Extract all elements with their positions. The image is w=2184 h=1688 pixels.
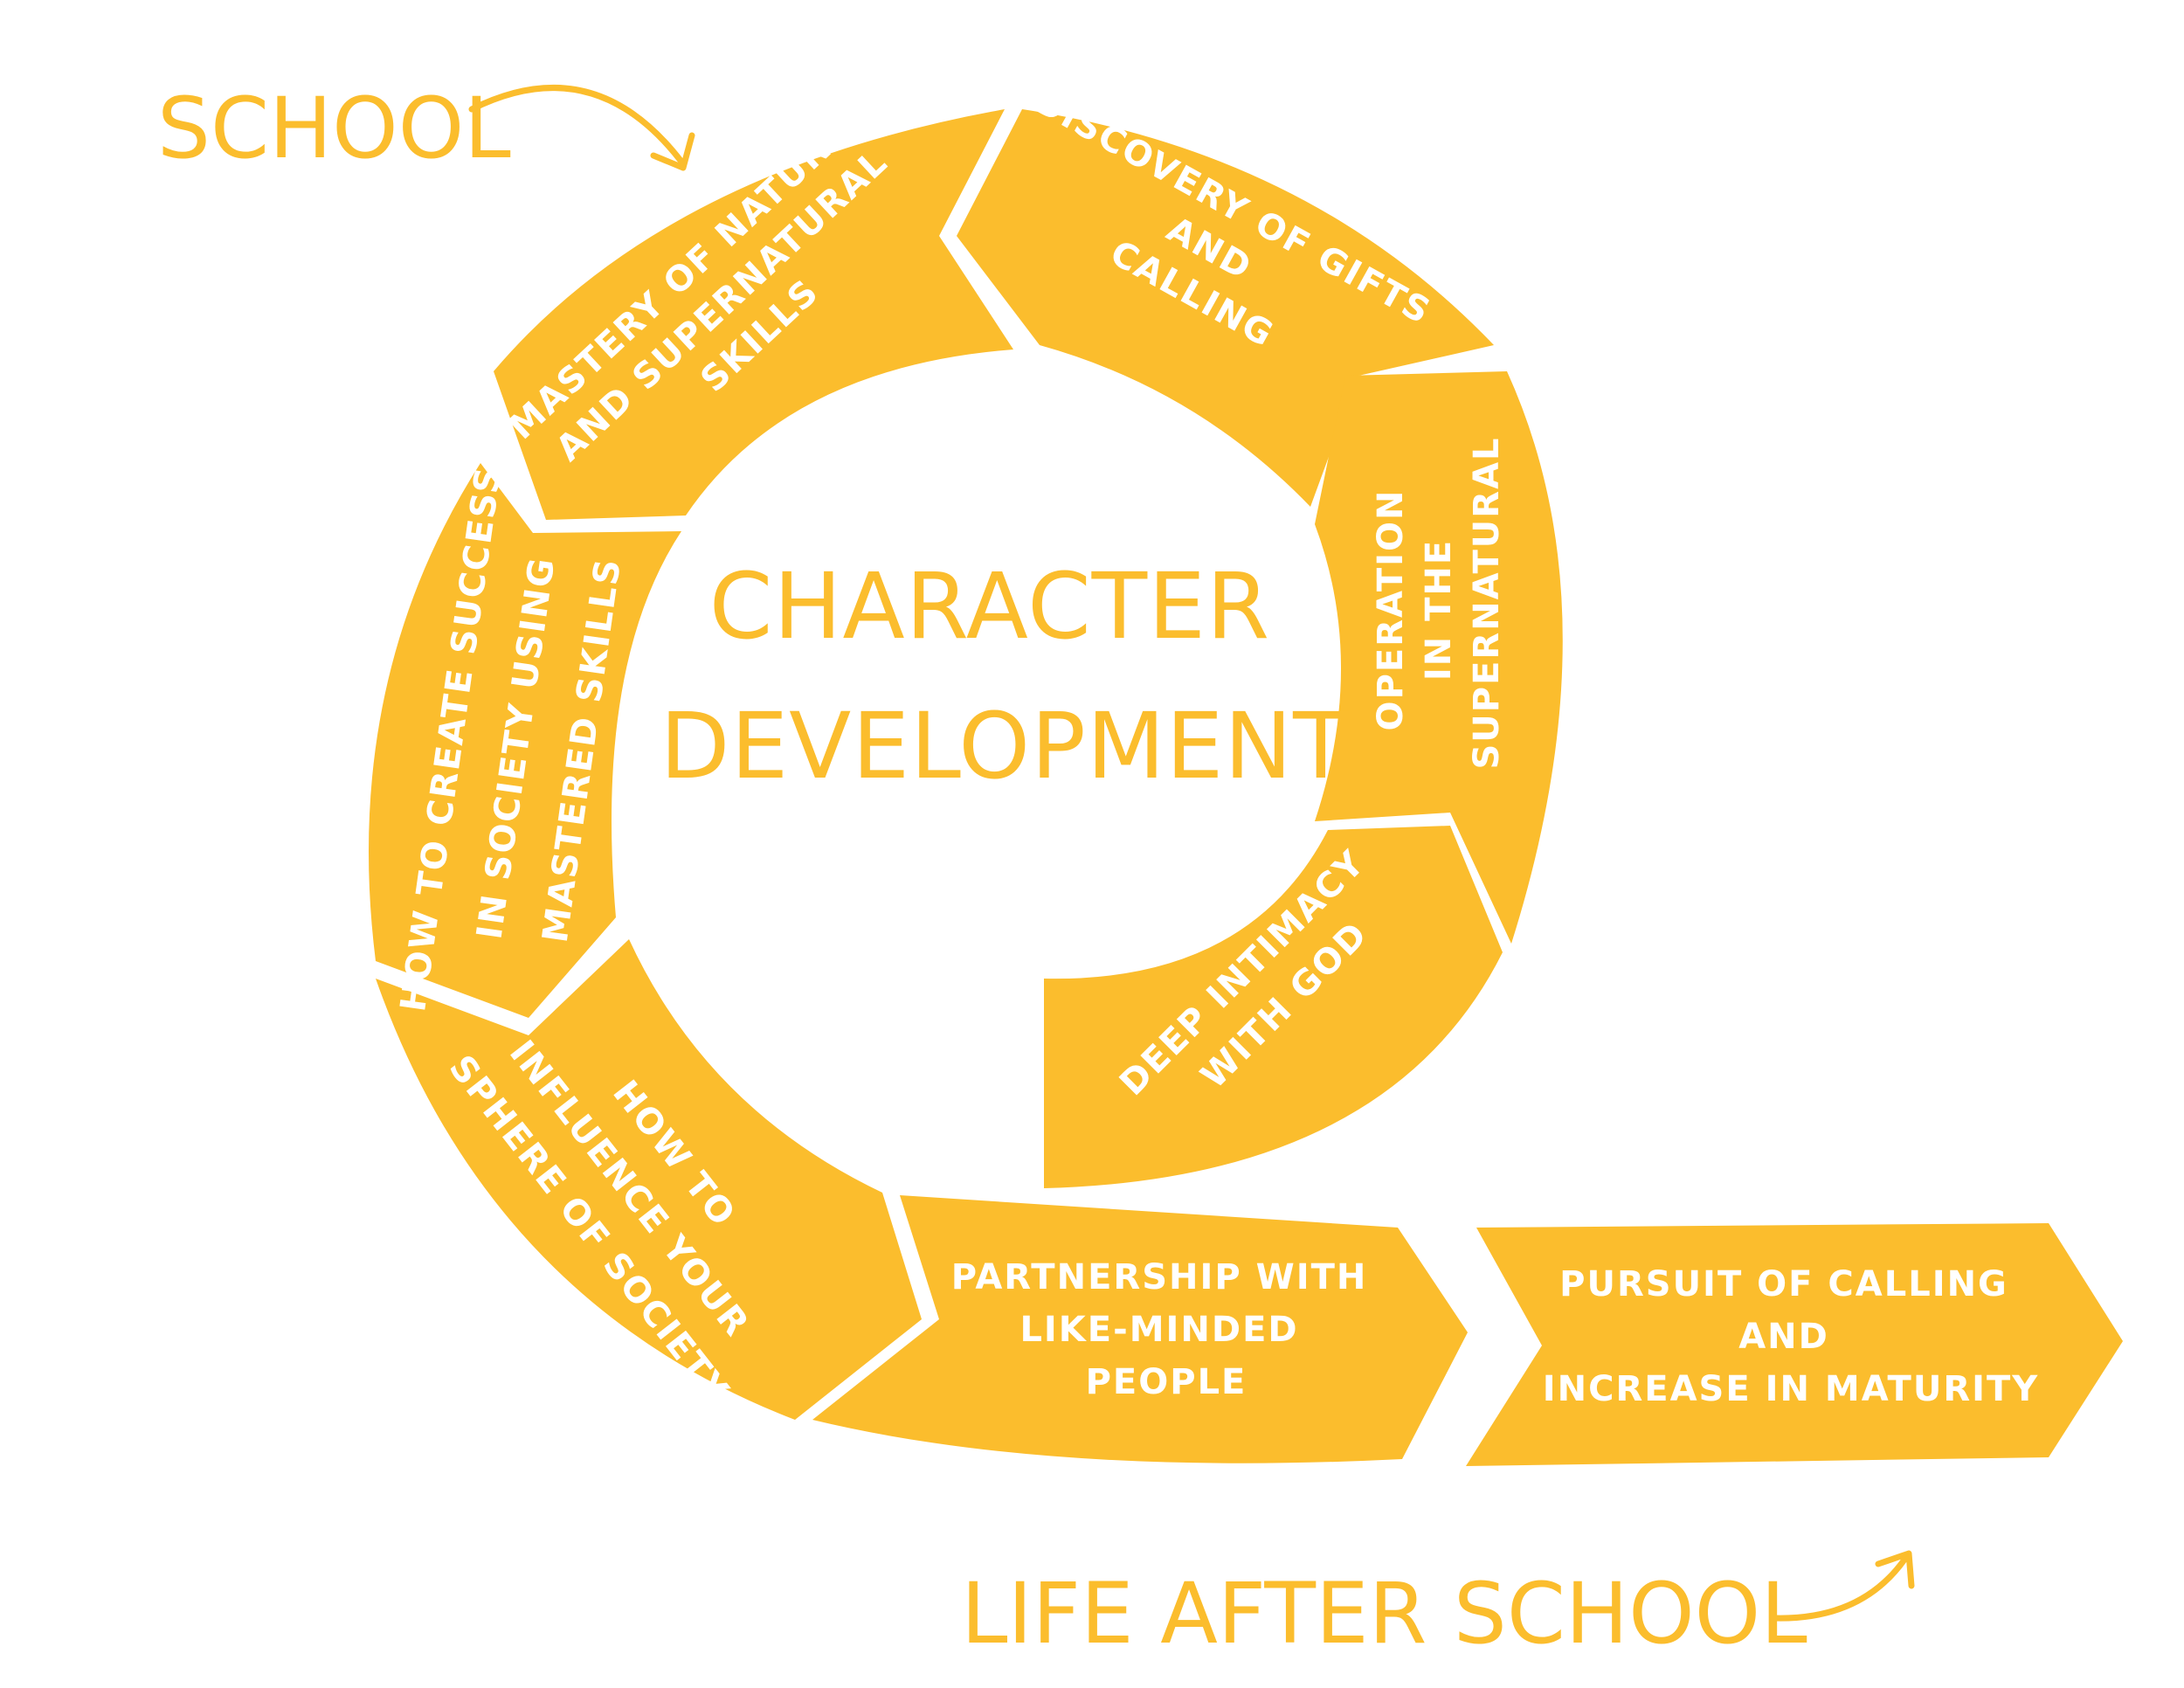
partnership-line-3: PEOPLE [1086, 1362, 1248, 1402]
pursuit-line-3: INCREASE IN MATURITY [1543, 1369, 2040, 1409]
segment-influence [376, 939, 922, 1420]
segment-discovery [957, 109, 1494, 507]
operation-line-3: SUPERNATURAL [1467, 436, 1507, 769]
life-after-school-arrow-icon [1770, 1550, 1915, 1622]
partnership-line-2: LIKE-MINDED [1019, 1310, 1298, 1350]
segment-mastery [494, 109, 1013, 520]
school-arrow-icon [468, 85, 695, 171]
partnership-line-1: PARTNERSHIP WITH [951, 1257, 1368, 1297]
operation-line-2: IN THE [1419, 539, 1459, 681]
pursuit-line-1: PURSUIT OF CALLING [1559, 1264, 2008, 1304]
segment-operation [1315, 371, 1563, 944]
school-label: SCHOOL [157, 80, 511, 177]
center-line-2: DEVELOPMENT [660, 693, 1349, 799]
pursuit-text: PURSUIT OF CALLING AND INCREASE IN MATUR… [1543, 1264, 2040, 1409]
segment-success [369, 463, 681, 1018]
life-after-school-label: LIFE AFTER SCHOOL [961, 1565, 1807, 1663]
center-title: CHARACTER DEVELOPMENT [660, 553, 1349, 799]
operation-line-1: OPERATION [1371, 488, 1411, 730]
center-line-1: CHARACTER [709, 553, 1270, 660]
operation-text: OPERATION IN THE SUPERNATURAL [1371, 436, 1507, 769]
segment-partnership [812, 1195, 1468, 1463]
segment-pursuit [1466, 1223, 2123, 1466]
segment-intimacy [1044, 826, 1503, 1188]
partnership-text: PARTNERSHIP WITH LIKE-MINDED PEOPLE [951, 1257, 1382, 1402]
pursuit-line-2: AND [1738, 1317, 1829, 1357]
